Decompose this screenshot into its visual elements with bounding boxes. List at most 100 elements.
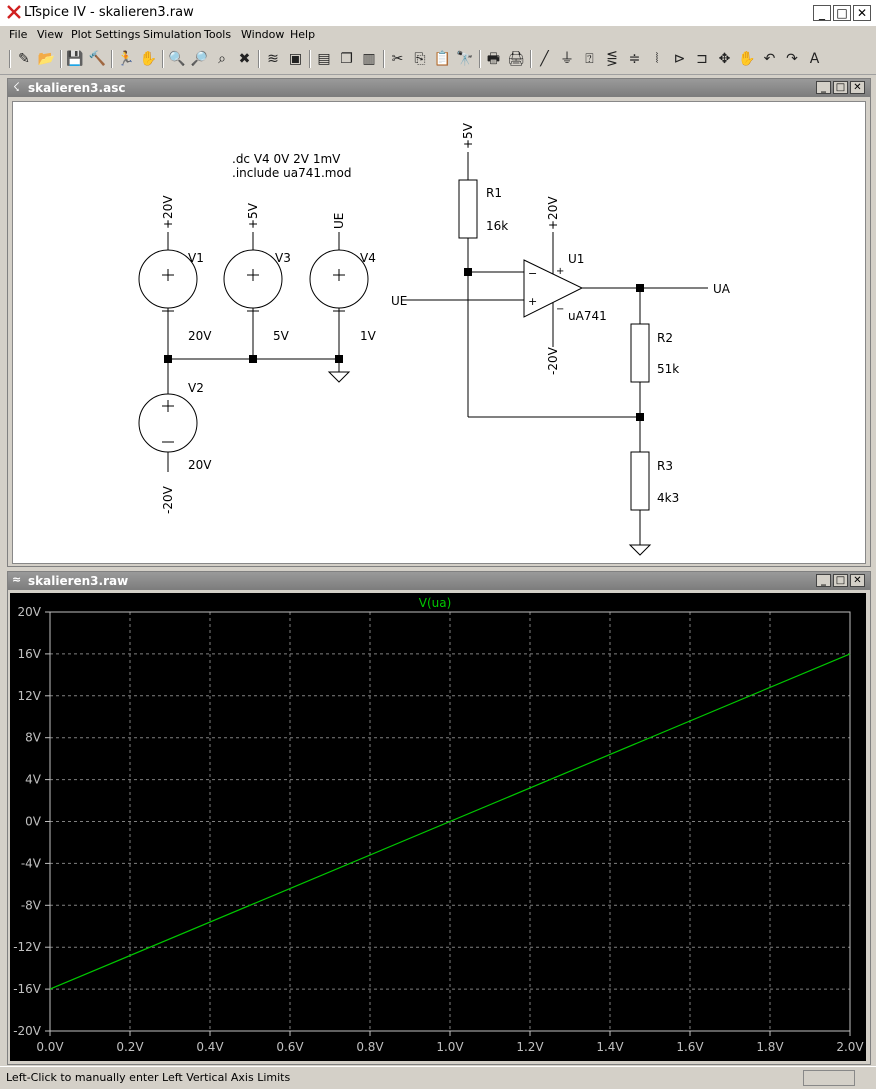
tile-horizontal-icon[interactable]: ▤ bbox=[317, 51, 331, 67]
menu-simulation[interactable]: Simulation bbox=[143, 28, 202, 41]
r3-name[interactable]: R3 bbox=[657, 459, 673, 473]
cut-icon[interactable]: ✂ bbox=[391, 51, 404, 67]
minimize-button[interactable]: _ bbox=[813, 5, 831, 21]
menu-view[interactable]: View bbox=[37, 28, 64, 41]
new-schematic-icon[interactable]: ✎ bbox=[18, 51, 30, 67]
plot-canvas[interactable]: V(ua) 0.0V 0.2V 0.4V 0.6V 0.8V 1.0V 1.2V 1.4V 1.… bbox=[10, 593, 866, 1061]
v4-value[interactable]: 1V bbox=[360, 329, 377, 343]
wire-icon[interactable]: ╱ bbox=[540, 51, 549, 67]
zoom-fit-icon[interactable]: ⌕ bbox=[218, 51, 226, 67]
resistor-icon[interactable]: ⋚ bbox=[606, 51, 618, 67]
v2-name[interactable]: V2 bbox=[188, 381, 204, 395]
trace-name-label[interactable]: V(ua) bbox=[419, 596, 452, 610]
opamp-name[interactable]: U1 bbox=[568, 252, 584, 266]
menu-file[interactable]: File bbox=[9, 28, 28, 41]
r1-net-label[interactable]: +5V bbox=[461, 122, 475, 149]
schematic-close-button[interactable]: ✕ bbox=[850, 81, 865, 94]
capacitor-icon[interactable]: ≑ bbox=[628, 51, 641, 67]
y-tick-label[interactable]: 20V bbox=[18, 605, 42, 619]
plot-settings-icon[interactable]: ≋ bbox=[267, 51, 279, 67]
y-tick-label[interactable]: -12V bbox=[13, 940, 42, 954]
x-tick-label[interactable]: 0.4V bbox=[196, 1040, 224, 1054]
print-icon[interactable]: 🖨 bbox=[507, 51, 525, 67]
cascade-icon[interactable]: ❐ bbox=[340, 51, 353, 67]
r1-value[interactable]: 16k bbox=[486, 219, 508, 233]
plot-restore-button[interactable]: □ bbox=[833, 574, 848, 587]
y-tick-label[interactable]: 16V bbox=[18, 647, 42, 661]
zoom-out-icon[interactable]: 🔎 bbox=[190, 51, 209, 67]
r2-name[interactable]: R2 bbox=[657, 331, 673, 345]
x-tick-label[interactable]: 1.0V bbox=[436, 1040, 464, 1054]
autorange-icon[interactable]: ▣ bbox=[288, 51, 303, 67]
directive-dc[interactable]: .dc V4 0V 2V 1mV bbox=[232, 152, 341, 166]
x-tick-label[interactable]: 1.2V bbox=[516, 1040, 544, 1054]
copy-icon[interactable]: ⎘ bbox=[414, 51, 426, 67]
schematic-minimize-button[interactable]: _ bbox=[816, 81, 831, 94]
label-icon[interactable]: ⍰ bbox=[585, 51, 594, 67]
drag-icon[interactable]: ✋ bbox=[738, 51, 756, 67]
r1-name[interactable]: R1 bbox=[486, 186, 502, 200]
opamp-vminus-label[interactable]: -20V bbox=[546, 346, 560, 375]
v3-value[interactable]: 5V bbox=[273, 329, 290, 343]
v4-name[interactable]: V4 bbox=[360, 251, 376, 265]
close-button[interactable]: ✕ bbox=[853, 5, 871, 21]
y-tick-label[interactable]: -20V bbox=[13, 1024, 42, 1038]
inductor-icon[interactable]: ⦚ bbox=[655, 51, 659, 67]
x-tick-label[interactable]: 0.8V bbox=[356, 1040, 384, 1054]
component-icon[interactable]: ⊐ bbox=[696, 51, 708, 67]
tile-vertical-icon[interactable]: ▥ bbox=[362, 51, 376, 67]
paste-icon[interactable]: 📋 bbox=[433, 51, 452, 67]
y-tick-label[interactable]: -16V bbox=[13, 982, 42, 996]
move-icon[interactable]: ✥ bbox=[718, 51, 731, 67]
input-net-label[interactable]: UE bbox=[391, 294, 407, 308]
v1-net-label[interactable]: +20V bbox=[161, 195, 175, 229]
y-tick-label[interactable]: -8V bbox=[21, 898, 42, 912]
x-tick-label[interactable]: 0.0V bbox=[36, 1040, 64, 1054]
run-icon[interactable]: 🏃 bbox=[117, 51, 135, 67]
opamp-model[interactable]: uA741 bbox=[568, 309, 607, 323]
schematic-restore-button[interactable]: □ bbox=[833, 81, 848, 94]
x-tick-label[interactable]: 0.6V bbox=[276, 1040, 304, 1054]
plot-close-button[interactable]: ✕ bbox=[850, 574, 865, 587]
x-tick-label[interactable]: 0.2V bbox=[116, 1040, 144, 1054]
v1-value[interactable]: 20V bbox=[188, 329, 212, 343]
undo-icon[interactable]: ↶ bbox=[763, 51, 776, 67]
y-tick-label[interactable]: 12V bbox=[18, 689, 42, 703]
opamp-vplus-label[interactable]: +20V bbox=[546, 196, 560, 230]
menu-plot-settings[interactable]: Plot Settings bbox=[71, 28, 141, 41]
v2-net-label[interactable]: -20V bbox=[161, 485, 175, 514]
zoom-in-icon[interactable]: 🔍 bbox=[168, 51, 186, 67]
find-icon[interactable]: 🔭 bbox=[456, 51, 474, 67]
open-icon[interactable]: 📂 bbox=[37, 51, 56, 67]
v1-name[interactable]: V1 bbox=[188, 251, 204, 265]
y-tick-label[interactable]: 0V bbox=[25, 815, 42, 829]
y-tick-label[interactable]: 4V bbox=[25, 773, 42, 787]
diode-icon[interactable]: ⊳ bbox=[673, 51, 686, 67]
menu-help[interactable]: Help bbox=[290, 28, 316, 41]
maximize-button[interactable]: □ bbox=[833, 5, 851, 21]
text-icon[interactable]: A bbox=[809, 51, 820, 67]
v3-net-label[interactable]: +5V bbox=[246, 202, 260, 229]
x-tick-label[interactable]: 1.4V bbox=[596, 1040, 624, 1054]
control-panel-icon[interactable]: 🔨 bbox=[88, 51, 107, 67]
pan-hand-icon[interactable]: ✋ bbox=[139, 51, 158, 67]
redo-icon[interactable]: ↷ bbox=[786, 51, 798, 67]
x-tick-label[interactable]: 1.8V bbox=[756, 1040, 784, 1054]
x-tick-label[interactable]: 1.6V bbox=[676, 1040, 704, 1054]
ground-icon[interactable]: ⏚ bbox=[560, 51, 574, 67]
zoom-cancel-icon[interactable]: ✖ bbox=[238, 51, 251, 67]
output-net-label[interactable]: UA bbox=[713, 282, 731, 296]
trace-v-ua[interactable] bbox=[49, 653, 851, 990]
y-tick-label[interactable]: 8V bbox=[25, 731, 42, 745]
save-icon[interactable]: 💾 bbox=[66, 51, 84, 67]
menu-window[interactable]: Window bbox=[241, 28, 285, 41]
directive-include[interactable]: .include ua741.mod bbox=[232, 166, 351, 180]
menu-tools[interactable]: Tools bbox=[204, 28, 232, 41]
print-setup-icon[interactable]: 🖶 bbox=[486, 51, 501, 67]
v4-net-label[interactable]: UE bbox=[332, 213, 346, 229]
plot-minimize-button[interactable]: _ bbox=[816, 574, 831, 587]
v3-name[interactable]: V3 bbox=[275, 251, 291, 265]
y-tick-label[interactable]: -4V bbox=[21, 856, 42, 870]
r2-value[interactable]: 51k bbox=[657, 362, 679, 376]
v2-value[interactable]: 20V bbox=[188, 458, 212, 472]
